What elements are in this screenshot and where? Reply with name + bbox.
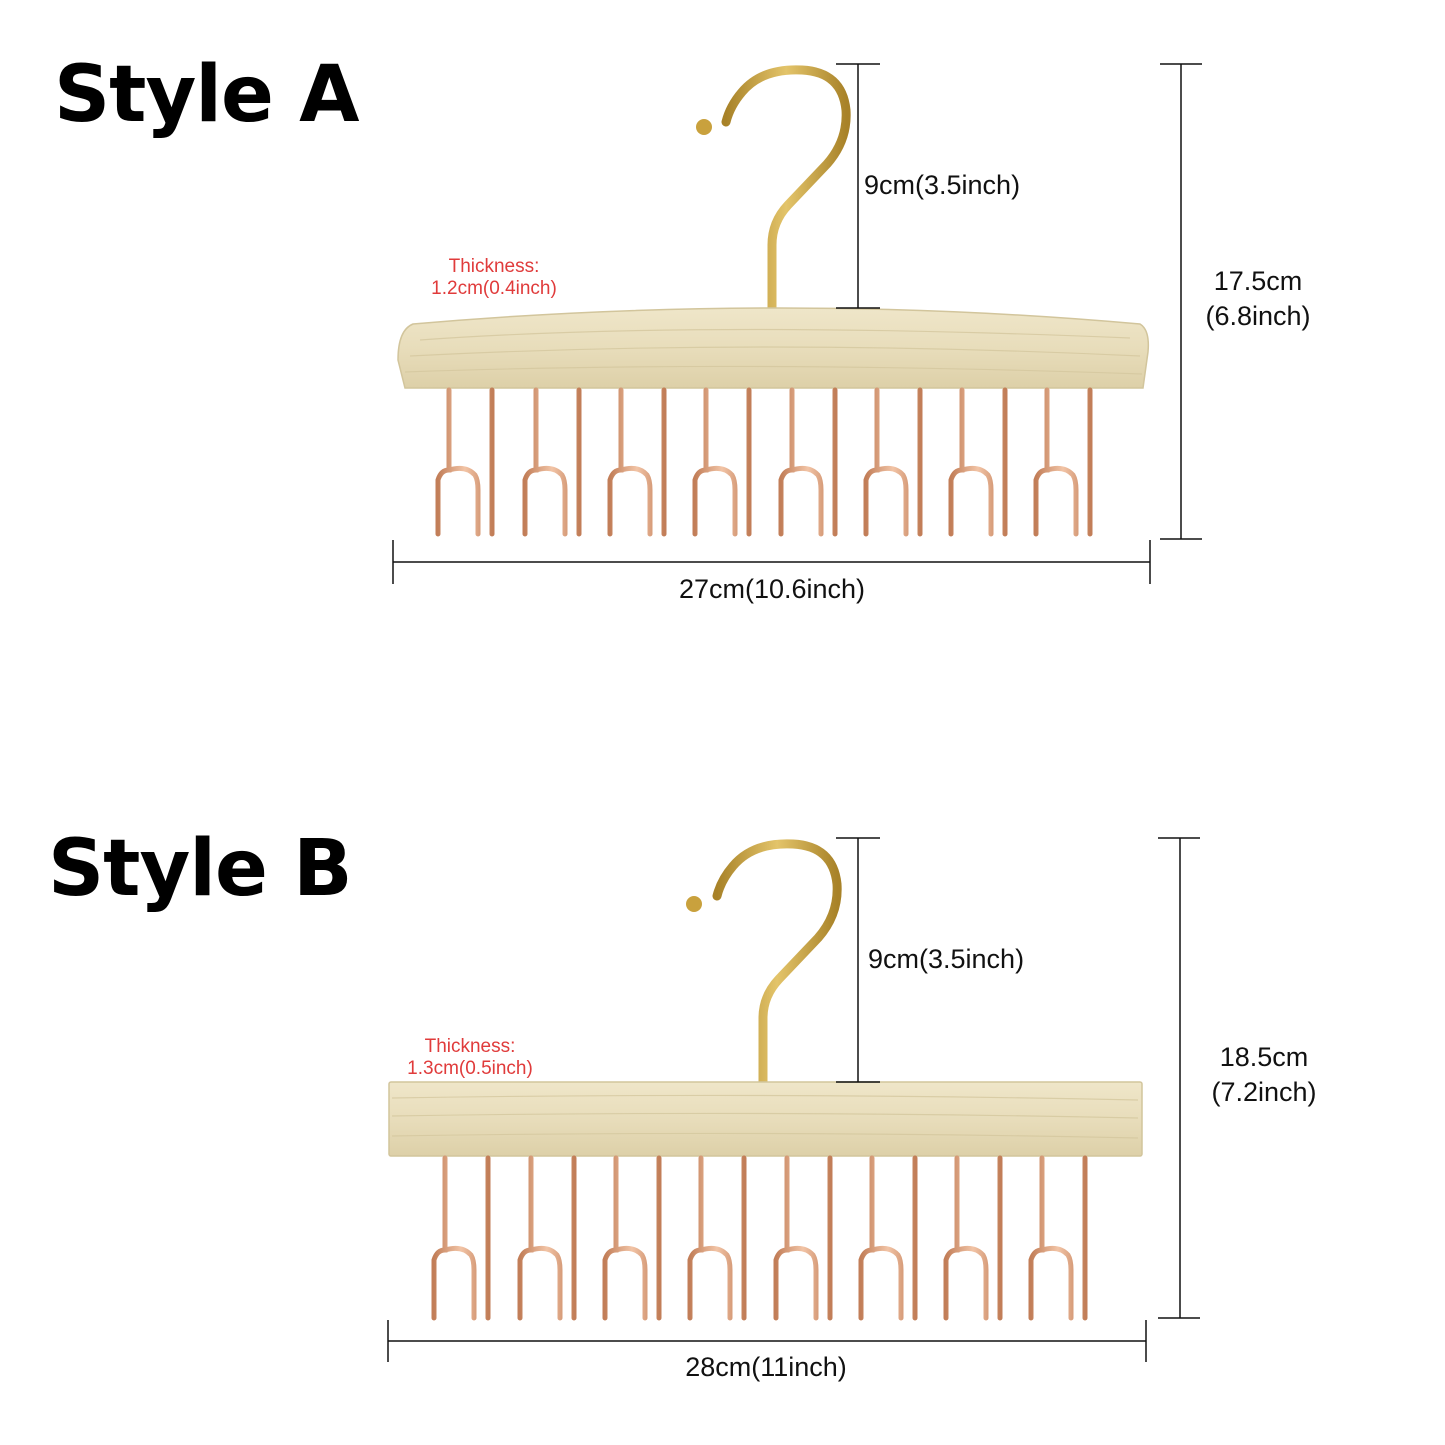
total-height-a: 17.5cm (6.8inch) [1190,264,1326,334]
total-height-cm-b: 18.5cm [1219,1042,1309,1072]
wood-bar-b [388,1081,1143,1157]
dimension-lines-b [387,837,1200,1362]
thickness-label-b: Thickness: [424,1036,516,1057]
wood-grain-b [391,1094,1139,1139]
thickness-a: Thickness: 1.2cm(0.4inch) [404,256,584,300]
wood-bar-a [397,307,1150,389]
thickness-value-a: 1.2cm(0.4inch) [431,277,557,299]
swivel-hook-a [721,65,851,313]
total-height-in-a: (6.8inch) [1205,301,1311,332]
hooks-b [431,1155,1088,1321]
hanger-b [388,839,1143,1321]
thickness-value-b: 1.3cm(0.5inch) [407,1057,533,1079]
thickness-b: Thickness: 1.3cm(0.5inch) [380,1036,560,1080]
width-a: 27cm(10.6inch) [678,574,866,604]
hook-height-a: 9cm(3.5inch) [864,170,1021,200]
hooks-a [435,387,1093,537]
hanger-a [397,65,1150,537]
hook-tip-a [696,119,712,135]
dimension-lines-a [392,63,1202,584]
hook-tip-b [686,896,702,912]
total-height-cm-a: 17.5cm [1213,266,1303,296]
width-b: 28cm(11inch) [685,1352,847,1382]
swivel-hook-b [712,839,842,1087]
wood-grain-a [404,328,1143,375]
total-height-b: 18.5cm (7.2inch) [1196,1040,1332,1110]
total-height-in-b: (7.2inch) [1211,1077,1317,1108]
style-a-title: Style A [54,50,359,140]
thickness-label-a: Thickness: [448,256,540,277]
style-b-title: Style B [48,824,353,914]
hook-height-b: 9cm(3.5inch) [868,944,1025,974]
